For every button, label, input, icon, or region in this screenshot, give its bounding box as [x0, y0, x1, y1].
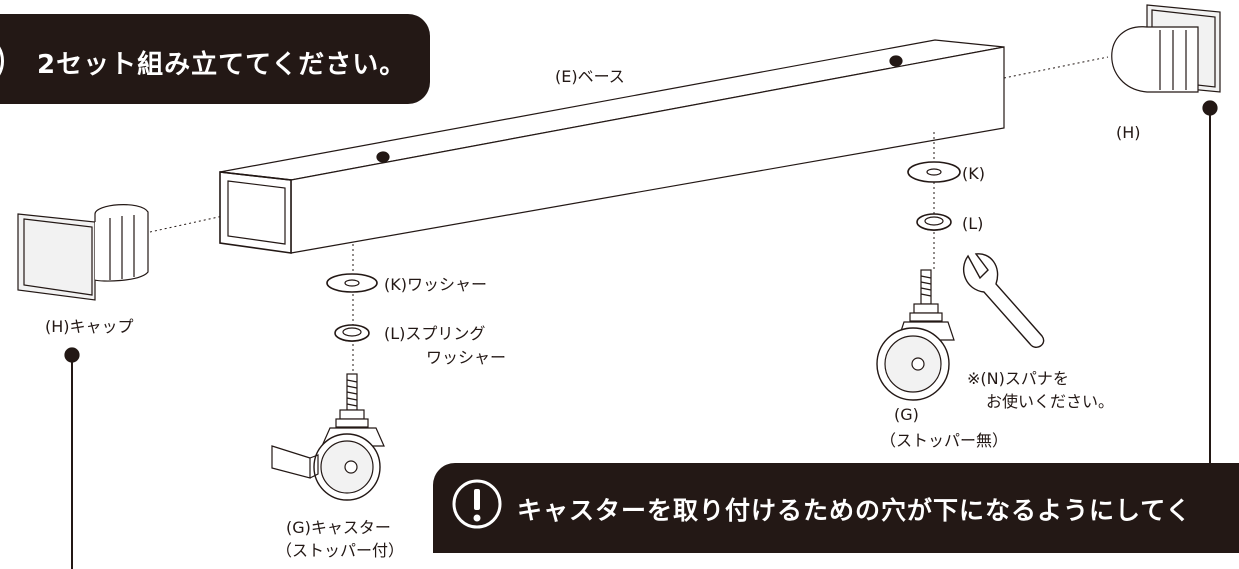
- spring-washer-l-left: [334, 324, 370, 342]
- beam-hole: [889, 55, 903, 67]
- caster-with-stopper: [271, 373, 385, 501]
- base-beam: [219, 39, 1005, 254]
- label-spring-washer-left-1: (L)スプリング: [384, 324, 486, 343]
- caution-note-text: キャスターを取り付けるための穴が下になるようにしてく: [517, 496, 1192, 525]
- label-caster-stopper-2: （ストッパー付）: [276, 541, 405, 560]
- beam-hole: [376, 151, 390, 163]
- step-heading: 2セット組み立ててください。: [37, 50, 407, 80]
- washer-k-left: [326, 273, 378, 293]
- label-caster-free-2: （ストッパー無）: [880, 431, 1009, 450]
- exclamation-icon: [452, 479, 502, 529]
- spring-washer-l-right: [916, 213, 952, 231]
- label-cap-right: (H): [1116, 123, 1141, 142]
- label-cap-left: (H)キャップ: [45, 317, 134, 336]
- label-spanner-2: お使いください。: [986, 392, 1115, 411]
- label-washer-left: (K)ワッシャー: [384, 275, 487, 294]
- label-washer-right: (K): [962, 164, 985, 183]
- label-caster-free-1: (G): [894, 405, 919, 424]
- caution-note-box: キャスターを取り付けるための穴が下になるようにしてく: [433, 463, 1239, 553]
- label-caster-stopper-1: (G)キャスター: [286, 518, 391, 537]
- label-spring-washer-right: (L): [962, 214, 984, 233]
- label-spring-washer-left-2: ワッシャー: [426, 348, 507, 367]
- washer-k-right: [907, 161, 961, 183]
- caster-without-stopper: [876, 269, 955, 401]
- cap-right: [1111, 4, 1221, 93]
- cap-left: [17, 204, 149, 301]
- spanner-icon: [963, 253, 1045, 348]
- label-base: (E)ベース: [555, 67, 625, 86]
- step-heading-box: 2セット組み立ててください。: [0, 14, 430, 104]
- step-number-circle: [0, 33, 4, 89]
- label-spanner-1: ※(N)スパナを: [967, 369, 1069, 388]
